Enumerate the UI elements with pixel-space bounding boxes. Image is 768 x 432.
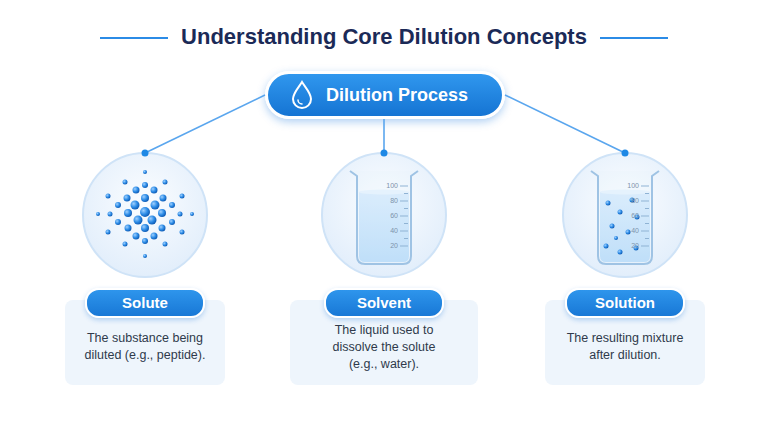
title-rule bbox=[100, 37, 168, 39]
dissolved-particle bbox=[610, 224, 615, 229]
solute-cluster bbox=[96, 170, 194, 258]
graduation-number: 100 bbox=[380, 182, 398, 190]
solute-particle bbox=[163, 180, 168, 185]
water-fill bbox=[600, 192, 650, 262]
solute-particle bbox=[160, 195, 167, 202]
concept-heading: Solute bbox=[85, 288, 205, 318]
concept-card: SoluteThe substance being diluted (e.g.,… bbox=[65, 153, 225, 385]
graduation-number: 80 bbox=[621, 197, 639, 205]
solute-particle bbox=[178, 212, 183, 217]
solute-particle bbox=[142, 182, 148, 188]
solute-particle bbox=[124, 209, 132, 217]
solute-particle bbox=[163, 242, 168, 247]
connector-dot bbox=[622, 150, 629, 157]
solute-particle bbox=[151, 233, 158, 240]
solute-particle bbox=[169, 202, 175, 208]
solute-particle bbox=[124, 195, 131, 202]
solute-particle bbox=[190, 212, 194, 216]
concept-description: The liquid used to dissolve the solute (… bbox=[290, 316, 478, 378]
solute-particle bbox=[108, 212, 113, 217]
concept-description: The resulting mixture after dilution. bbox=[545, 316, 705, 378]
solute-particle bbox=[125, 225, 132, 232]
solute-particle bbox=[115, 219, 121, 225]
solution-beaker bbox=[591, 171, 659, 264]
solute-particle bbox=[141, 194, 149, 202]
solute-particle bbox=[148, 216, 157, 225]
graduation-number: 20 bbox=[380, 242, 398, 250]
solute-particle bbox=[115, 202, 121, 208]
beaker-outline bbox=[350, 171, 418, 264]
solute-particle bbox=[159, 225, 166, 232]
solute-particle bbox=[151, 201, 160, 210]
solute-particle bbox=[133, 233, 140, 240]
solute-particle bbox=[158, 209, 166, 217]
graduation-number: 60 bbox=[380, 212, 398, 220]
graduation-ticks bbox=[400, 186, 408, 246]
beaker-outline bbox=[591, 171, 659, 264]
graduation-number: 60 bbox=[621, 212, 639, 220]
connector-dot bbox=[142, 150, 149, 157]
graduation-ticks bbox=[641, 186, 649, 246]
solute-particle bbox=[141, 224, 149, 232]
diagram-title: Understanding Core Dilution Concepts bbox=[0, 24, 768, 50]
solvent-beaker bbox=[350, 171, 418, 264]
dissolved-particle bbox=[618, 210, 623, 215]
solute-particle bbox=[151, 187, 158, 194]
illustration-circle bbox=[83, 153, 207, 277]
concept-card: SolventThe liquid used to dissolve the s… bbox=[290, 153, 478, 385]
solute-particle bbox=[180, 194, 185, 199]
solute-particle bbox=[169, 219, 175, 225]
solute-particle bbox=[133, 187, 140, 194]
branch-connector bbox=[145, 95, 265, 153]
solute-particle bbox=[96, 212, 100, 216]
graduation-number: 40 bbox=[380, 227, 398, 235]
solute-particle bbox=[123, 180, 128, 185]
concept-description: The substance being diluted (e.g., pepti… bbox=[65, 316, 225, 378]
connector-dot bbox=[381, 150, 388, 157]
dissolved-particle bbox=[614, 236, 618, 240]
dissolved-particle bbox=[606, 201, 611, 206]
illustration-circle bbox=[322, 153, 446, 277]
solute-particle bbox=[143, 170, 147, 174]
dissolved-particle bbox=[626, 230, 631, 235]
solute-particle bbox=[106, 194, 111, 199]
solute-particle bbox=[106, 230, 111, 235]
graduation-number: 40 bbox=[621, 227, 639, 235]
solute-particle bbox=[134, 216, 143, 225]
dissolved-particle bbox=[604, 244, 609, 249]
graduation-number: 100 bbox=[621, 182, 639, 190]
illustration-circle bbox=[563, 153, 687, 277]
graduation-number: 20 bbox=[621, 242, 639, 250]
title-rule bbox=[600, 37, 668, 39]
solute-particle bbox=[180, 230, 185, 235]
concept-card: SolutionThe resulting mixture after dilu… bbox=[545, 153, 705, 385]
water-surface bbox=[600, 190, 650, 195]
solute-particle bbox=[143, 254, 147, 258]
process-pill: Dilution Process bbox=[265, 71, 505, 119]
graduation-number: 80 bbox=[380, 197, 398, 205]
solute-particle bbox=[140, 207, 150, 217]
branch-connector bbox=[383, 119, 385, 153]
concept-heading: Solvent bbox=[324, 288, 444, 318]
solute-particle bbox=[131, 201, 140, 210]
dissolved-particle bbox=[618, 250, 623, 255]
water-fill bbox=[359, 192, 409, 262]
branch-connector bbox=[505, 95, 625, 153]
solute-particle bbox=[123, 242, 128, 247]
concept-heading: Solution bbox=[565, 288, 685, 318]
solute-particle bbox=[142, 238, 148, 244]
process-label: Dilution Process bbox=[326, 85, 468, 106]
water-surface bbox=[359, 190, 409, 195]
